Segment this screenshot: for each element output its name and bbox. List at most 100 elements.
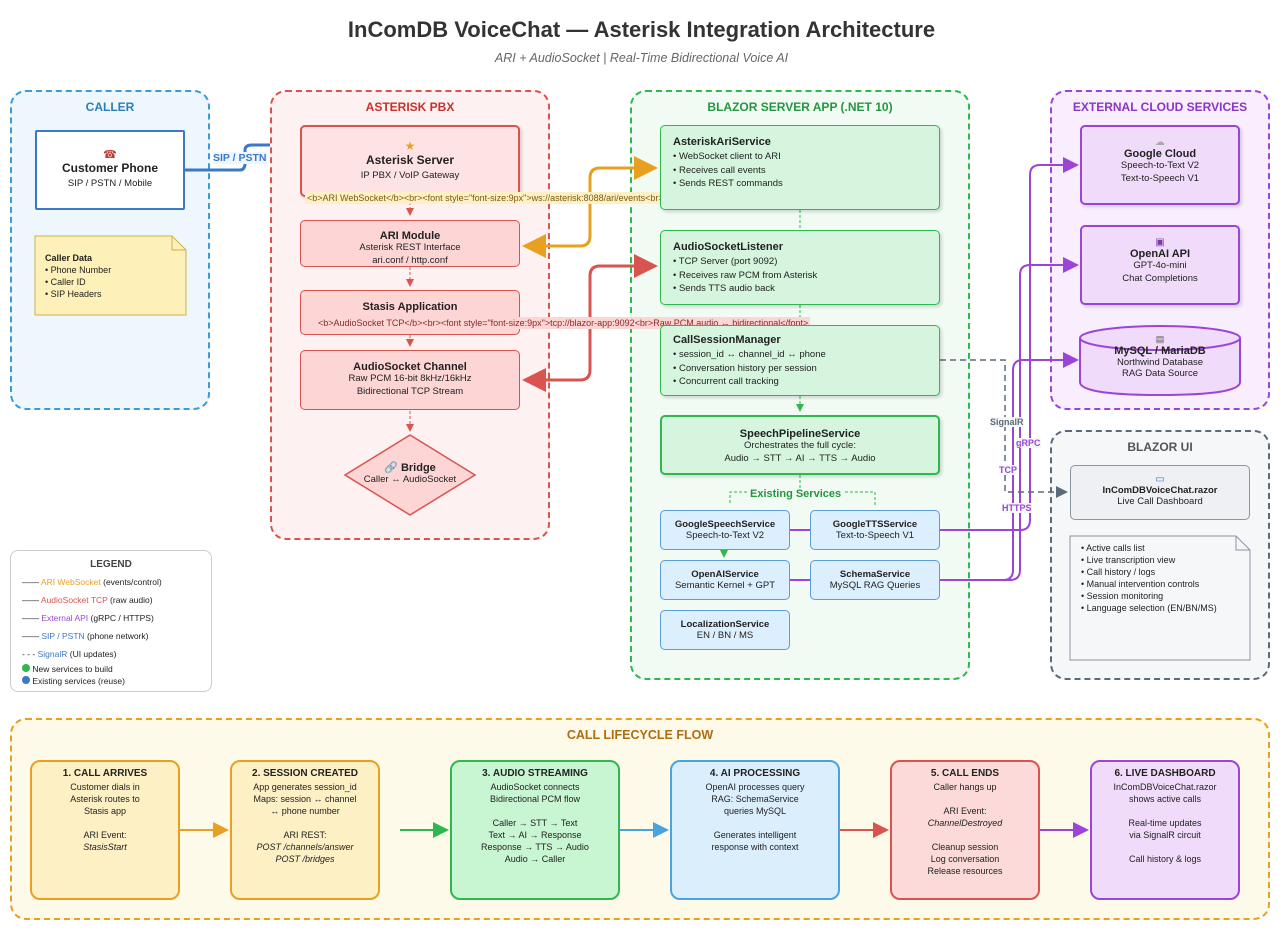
customer-phone-title: Customer Phone: [61, 161, 158, 175]
feature-item: • Call history / logs: [1081, 567, 1156, 577]
flow-step-session-created: 2. SESSION CREATED App generates session…: [230, 760, 380, 900]
legend-row-external: —— External API (gRPC / HTTPS): [22, 613, 154, 623]
flow-step-body: Customer dials in Asterisk routes to Sta…: [70, 782, 140, 840]
speech-pipeline-title: SpeechPipelineService: [739, 428, 861, 440]
legend-title: LEGEND: [90, 559, 132, 570]
flow-step-body: OpenAI processes query RAG: SchemaServic…: [705, 782, 805, 852]
flow-step-title: 2. SESSION CREATED: [252, 768, 358, 779]
feature-item: • Manual intervention controls: [1081, 579, 1200, 589]
grpc-label: gRPC: [1016, 438, 1041, 448]
openai-api-box: ▣ OpenAI API GPT-4o-mini Chat Completion…: [1080, 225, 1240, 305]
service-feature: session_id ↔ channel_id ↔ phone: [673, 348, 939, 362]
flow-step-title: 4. AI PROCESSING: [709, 768, 801, 779]
blazor-group-title: BLAZOR SERVER APP (.NET 10): [707, 100, 893, 114]
openai-service-title: OpenAIService: [691, 569, 759, 580]
legend-existing-services: Existing services (reuse): [32, 676, 125, 686]
legend-row-audiosocket: —— AudioSocket TCP (raw audio): [22, 595, 153, 605]
legend-desc: (events/control): [100, 577, 162, 587]
page-subtitle: ARI + AudioSocket | Real-Time Bidirectio…: [494, 51, 789, 65]
audiosocket-channel-box: AudioSocket Channel Raw PCM 16-bit 8kHz/…: [300, 350, 520, 410]
flow-step-live-dashboard: 6. LIVE DASHBOARD InComDBVoiceChat.razor…: [1090, 760, 1240, 900]
schema-service-box: SchemaService MySQL RAG Queries: [810, 560, 940, 600]
legend-desc: (phone network): [84, 631, 149, 641]
caller-data-item: • SIP Headers: [45, 289, 102, 299]
openai-api-line: GPT-4o-mini: [1133, 260, 1187, 271]
phone-icon: ☎: [103, 149, 117, 161]
audiosocket-channel-title: AudioSocket Channel: [353, 361, 467, 373]
caller-data-note: Caller Data • Phone Number • Caller ID •…: [45, 252, 111, 300]
caller-data-note-shape: [34, 235, 187, 316]
sip-pstn-label: SIP / PSTN: [213, 152, 267, 164]
database-icon: ▤: [1155, 334, 1165, 344]
service-feature: Sends REST commands: [673, 177, 939, 191]
localization-service-box: LocalizationService EN / BN / MS: [660, 610, 790, 650]
dashboard-subtitle: Live Call Dashboard: [1117, 496, 1203, 507]
ari-module-line: ari.conf / http.conf: [372, 254, 448, 266]
google-cloud-line: Text-to-Speech V1: [1120, 172, 1200, 184]
blazor-ui-group-title: BLAZOR UI: [1127, 440, 1193, 454]
flow-step-audio-streaming: 3. AUDIO STREAMING AudioSocket connects …: [450, 760, 620, 900]
audiosocket-listener-box: AudioSocketListener TCP Server (port 909…: [660, 230, 940, 305]
flow-step-body: Caller hangs up ARI Event:: [933, 782, 997, 816]
asterisk-ari-service-box: AsteriskAriService WebSocket client to A…: [660, 125, 940, 210]
audiosocket-channel-line: Bidirectional TCP Stream: [356, 385, 464, 397]
legend-desc: (gRPC / HTTPS): [88, 613, 154, 623]
ari-module-title: ARI Module: [379, 230, 441, 242]
mysql-cylinder: [1079, 325, 1241, 397]
openai-service-subtitle: Semantic Kernel + GPT: [674, 580, 776, 591]
flow-step-body: AudioSocket connects Bidirectional PCM f…: [481, 782, 589, 864]
call-session-manager-title: CallSessionManager: [673, 334, 781, 346]
flow-step-call-ends: 5. CALL ENDS Caller hangs up ARI Event: …: [890, 760, 1040, 900]
audiosocket-channel-line: Raw PCM 16-bit 8kHz/16kHz: [348, 373, 472, 384]
legend-new-services: New services to build: [32, 664, 113, 674]
customer-phone-subtitle: SIP / PSTN / Mobile: [67, 178, 153, 189]
google-tts-service-title: GoogleTTSService: [832, 519, 918, 530]
service-feature: Sends TTS audio back: [673, 282, 939, 296]
asterisk-ari-service-title: AsteriskAriService: [673, 136, 771, 148]
caller-data-title: Caller Data: [45, 253, 93, 263]
legend-key: ARI WebSocket: [40, 577, 101, 587]
flow-step-title: 6. LIVE DASHBOARD: [1114, 768, 1216, 779]
flow-group-title: CALL LIFECYCLE FLOW: [566, 728, 714, 742]
service-feature: WebSocket client to ARI: [673, 150, 939, 164]
legend-key: SignalR: [37, 649, 68, 659]
legend-key: AudioSocket TCP: [40, 595, 108, 605]
legend-desc: (UI updates): [67, 649, 117, 659]
blue-dot-icon: [22, 676, 30, 684]
flow-step-em: StasisStart: [83, 842, 127, 852]
customer-phone-box: ☎ Customer Phone SIP / PSTN / Mobile: [35, 130, 185, 210]
feature-item: • Session monitoring: [1081, 591, 1164, 601]
schema-service-subtitle: MySQL RAG Queries: [829, 580, 921, 591]
service-feature: Concurrent call tracking: [673, 375, 939, 389]
flow-step-title: 3. AUDIO STREAMING: [482, 768, 588, 779]
openai-service-box: OpenAIService Semantic Kernel + GPT: [660, 560, 790, 600]
feature-item: • Active calls list: [1081, 543, 1145, 553]
dashboard-title: InComDBVoiceChat.razor: [1102, 485, 1218, 496]
blazor-ui-note-shape: [1069, 535, 1251, 661]
flow-step-call-arrives: 1. CALL ARRIVES Customer dials in Asteri…: [30, 760, 180, 900]
signalr-label: SignalR: [990, 417, 1024, 427]
bridge-label: 🔗 Bridge Caller ↔ AudioSocket: [345, 461, 475, 485]
google-cloud-line: Speech-to-Text V2: [1120, 160, 1200, 171]
caller-group-title: CALLER: [85, 100, 135, 114]
link-icon: 🔗: [384, 462, 398, 474]
monitor-icon: ▭: [1155, 474, 1165, 485]
gspeech-to-google-connector: [790, 157, 1079, 531]
flow-step-body2: Cleanup session Log conversation Release…: [927, 842, 1003, 876]
flow-step-body: InComDBVoiceChat.razor shows active call…: [1113, 782, 1217, 864]
flow-step-title: 1. CALL ARRIVES: [62, 768, 148, 779]
page-title: InComDB VoiceChat — Asterisk Integration…: [347, 17, 936, 42]
mysql-line: Northwind Database: [1116, 357, 1204, 368]
mysql-title: MySQL / MariaDB: [1114, 345, 1206, 357]
star-icon: ★: [404, 139, 416, 153]
tcp-label: TCP: [999, 465, 1017, 475]
legend-desc: (raw audio): [107, 595, 153, 605]
schema-service-title: SchemaService: [839, 569, 911, 580]
google-tts-service-subtitle: Text-to-Speech V1: [835, 530, 915, 541]
flow-group: CALL LIFECYCLE FLOW: [10, 718, 1270, 920]
legend-row-signalr: - - - SignalR (UI updates): [22, 649, 117, 659]
google-cloud-title: Google Cloud: [1123, 148, 1197, 160]
legend-row-new: New services to build: [22, 664, 113, 674]
green-dot-icon: [22, 664, 30, 672]
existing-services-label: Existing Services: [748, 488, 844, 500]
